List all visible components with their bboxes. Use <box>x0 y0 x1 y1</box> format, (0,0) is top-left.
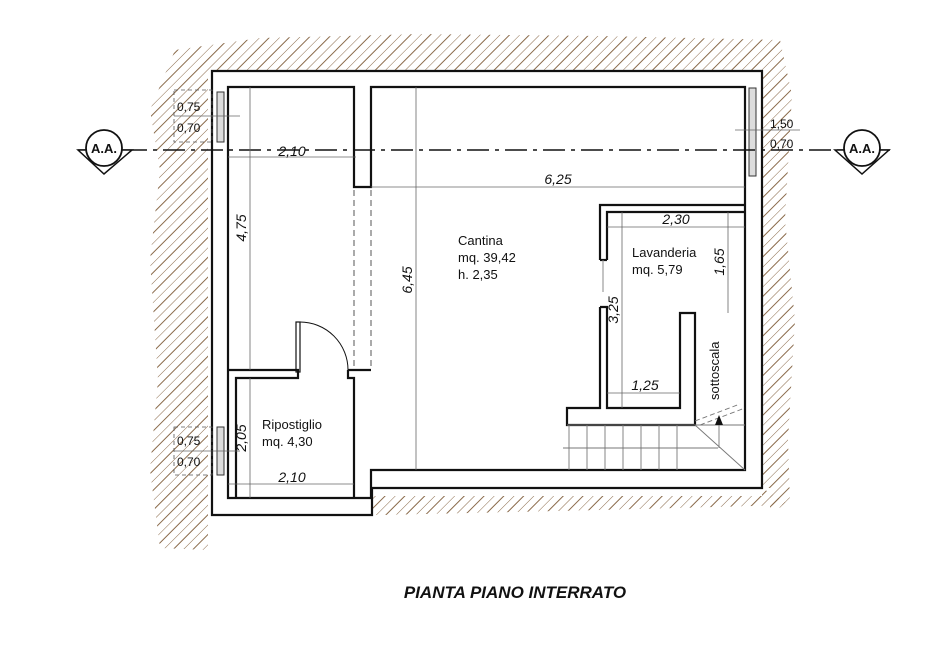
dim-lavanderia-width: 2,30 <box>661 211 689 227</box>
soil-hatch-right-bottom <box>372 488 790 515</box>
plan-title: PIANTA PIANO INTERRATO <box>404 583 626 602</box>
dim-ripostiglio-length: 2,05 <box>233 424 249 452</box>
door-ripostiglio <box>295 321 349 373</box>
dim-passage-width: 1,25 <box>631 377 658 393</box>
window-right-width: 1,50 <box>770 117 794 131</box>
stair-arrow-icon <box>715 415 723 425</box>
dim-lavanderia-depth: 1,65 <box>711 248 727 275</box>
dim-corridor-length: 4,75 <box>233 214 249 241</box>
dim-cantina-width: 6,25 <box>544 171 571 187</box>
room-ripostiglio-area: mq. 4,30 <box>262 434 313 449</box>
room-cantina-area: mq. 39,42 <box>458 250 516 265</box>
dimension-lines <box>228 87 745 498</box>
room-ripostiglio-name: Ripostiglio <box>262 417 322 432</box>
section-marker-right: A.A. <box>833 129 891 176</box>
window-left-bottom-sill: 0,70 <box>177 455 201 469</box>
stairs <box>563 403 746 471</box>
room-sottoscala: sottoscala <box>707 341 722 400</box>
dim-ripostiglio-width: 2,10 <box>277 469 305 485</box>
window-left-top-width: 0,75 <box>177 100 201 114</box>
dim-cantina-length: 6,45 <box>399 266 415 293</box>
svg-text:A.A.: A.A. <box>849 141 875 156</box>
dim-passage-length: 3,25 <box>605 296 621 323</box>
walls <box>210 69 764 517</box>
section-marker-left: A.A. <box>76 129 135 176</box>
room-cantina-name: Cantina <box>458 233 504 248</box>
room-lavanderia-area: mq. 5,79 <box>632 262 683 277</box>
dim-corridor-width: 2,10 <box>277 143 305 159</box>
room-cantina-height: h. 2,35 <box>458 267 498 282</box>
svg-text:A.A.: A.A. <box>91 141 117 156</box>
window-left-bottom-width: 0,75 <box>177 434 201 448</box>
room-lavanderia-name: Lavanderia <box>632 245 697 260</box>
window-left-top-sill: 0,70 <box>177 121 201 135</box>
window-right-sill: 0,70 <box>770 137 794 151</box>
